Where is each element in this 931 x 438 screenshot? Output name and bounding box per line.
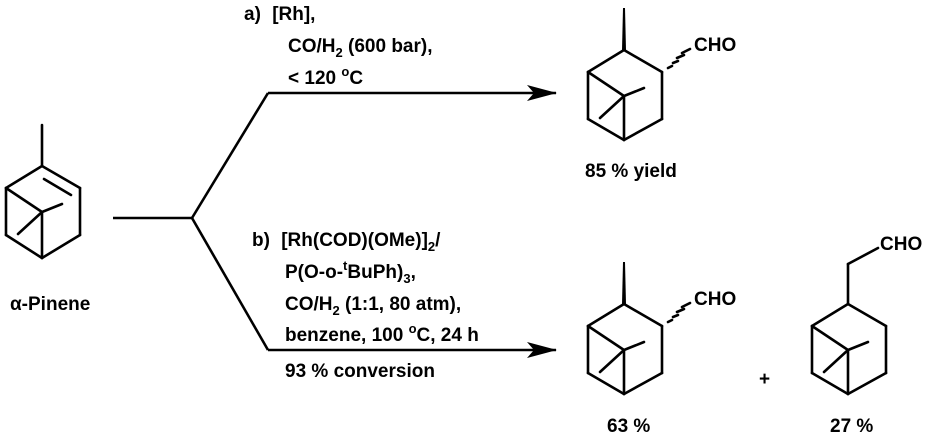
route-a-product-yield: 85 % yield [585,161,677,182]
branch-lines [113,92,270,351]
route-a-catalyst: [Rh], [272,4,315,25]
alpha-pinene-structure [4,123,82,260]
route-a-conditions: a) [Rh], CO/H2 (600 bar), < 120 oC [244,4,433,89]
route-b-solvent-temperature: benzene, 100 oC, 24 h [285,321,479,346]
route-b-conditions: b) [Rh(COD)(OMe)]2/ P(O-o-tBuPh)3, CO/H2… [252,230,479,382]
route-b-step: b) [252,230,270,251]
plus-sign: + [759,369,770,390]
route-b-product-2-yield: 27 % [830,416,873,437]
route-a-step: a) [244,4,261,25]
route-b-product-2-structure [810,246,888,396]
route-a-temperature: < 120 oC [288,64,363,89]
svg-text:b) [Rh(COD)(OMe)]2/: b) [Rh(COD)(OMe)]2/ [252,230,441,254]
starting-material-name: α-Pinene [10,294,90,315]
route-b-ligand: P(O-o-tBuPh)3, [285,258,416,286]
route-b-gas: CO/H2 (1:1, 80 atm), [285,294,461,318]
route-b-product-2-cho: CHO [880,234,922,255]
route-b-conversion: 93 % conversion [285,361,435,382]
svg-text:a) [Rh],: a) [Rh], [244,4,315,25]
route-a-product-cho: CHO [694,35,736,56]
route-a-product-structure [586,8,692,142]
route-b-product-1-cho: CHO [694,289,736,310]
route-a-gas: CO/H2 (600 bar), [288,36,433,60]
route-b-product-1-structure [586,262,692,396]
route-b-product-1-yield: 63 % [607,416,650,437]
